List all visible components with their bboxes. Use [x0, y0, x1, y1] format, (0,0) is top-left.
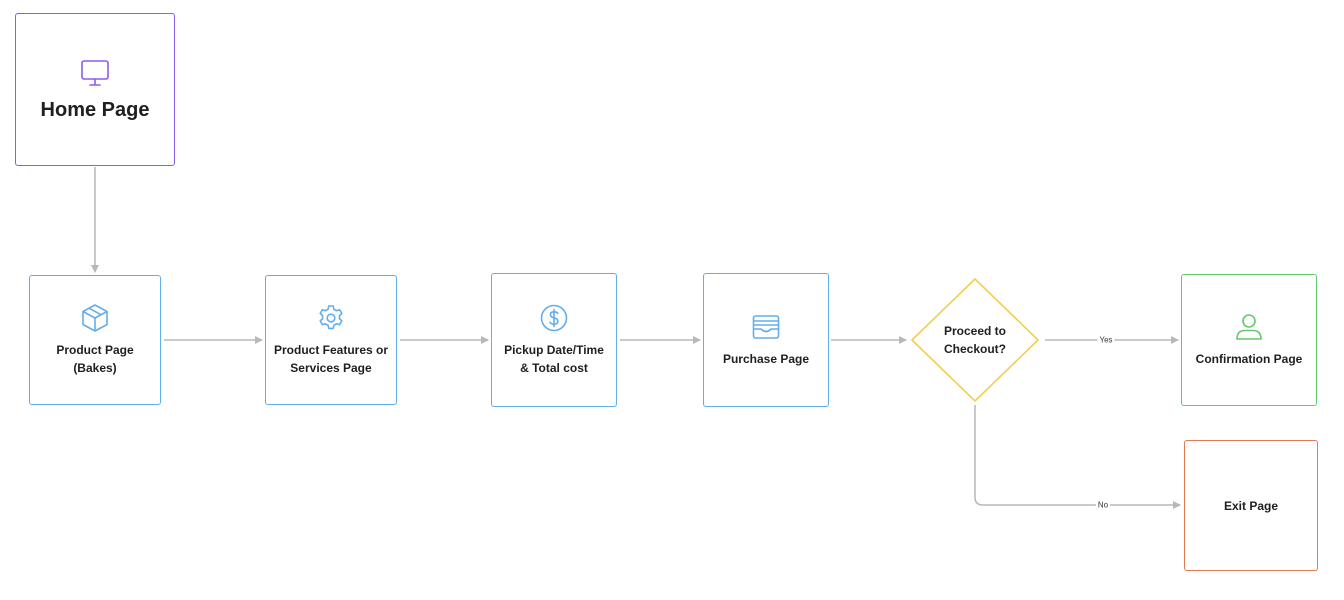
confirmation-page-node[interactable]: Confirmation Page	[1181, 274, 1317, 406]
product-page-label: Product Page (Bakes)	[56, 343, 134, 375]
purchase-page-node[interactable]: Purchase Page	[703, 273, 829, 407]
product-page-node[interactable]: Product Page (Bakes)	[29, 275, 161, 405]
wallet-icon	[752, 315, 780, 339]
checkout-decision-node[interactable]: Proceed to Checkout?	[910, 277, 1040, 403]
confirmation-page-label: Confirmation Page	[1195, 352, 1303, 366]
user-icon	[1236, 314, 1262, 340]
checkout-decision-label: Proceed to Checkout?	[943, 324, 1006, 356]
purchase-page-label: Purchase Page	[722, 352, 810, 366]
exit-page-node[interactable]: Exit Page	[1184, 440, 1318, 571]
dollar-icon	[540, 304, 568, 332]
exit-page-label: Exit Page	[1223, 498, 1279, 513]
decision-diamond-shape	[911, 278, 1039, 402]
box-icon	[82, 304, 108, 332]
home-page-node[interactable]: Home Page	[15, 13, 175, 166]
features-page-label: Product Features or Services Page	[273, 343, 389, 375]
no-label: No	[1095, 500, 1111, 510]
edge-decision-exit	[974, 405, 1181, 509]
yes-label: Yes	[1097, 335, 1115, 345]
monitor-icon	[81, 59, 109, 86]
features-page-node[interactable]: Product Features or Services Page	[265, 275, 397, 405]
pickup-page-node[interactable]: Pickup Date/Time & Total cost	[491, 273, 617, 407]
pickup-page-label: Pickup Date/Time & Total cost	[504, 343, 604, 375]
home-page-label: Home Page	[40, 98, 150, 121]
gear-icon	[319, 305, 343, 330]
